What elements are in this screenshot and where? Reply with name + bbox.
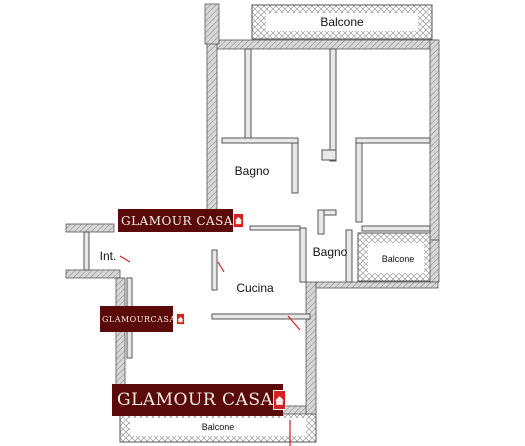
balcony-right [357,232,433,282]
label-ingresso: Int. [100,249,117,263]
label-cucina: Cucina [236,281,274,295]
interior-walls [83,48,431,359]
house-icon [233,213,245,228]
label-bagno-2: Bagno [313,245,348,259]
logo-brand-right: CASA [222,390,274,410]
balcony-top [251,4,433,40]
logo-brand-right: CASA [150,314,176,324]
watermark-logo-top: GLAMOUR CASA [118,209,245,232]
label-balcone-right: Balcone [382,254,415,264]
balcony-bottom [119,411,317,443]
logo-brand-right: CASA [196,213,234,228]
logo-brand-left: GLAMOUR [121,213,192,228]
label-balcone-top: Balcone [320,15,364,29]
door-markers [119,255,301,446]
logo-brand-left: GLAMOUR [117,390,217,410]
label-bagno-1: Bagno [235,164,270,178]
house-icon [175,313,185,325]
watermark-logo-middle: GLAMOURCASA [100,306,185,332]
label-balcone-bottom: Balcone [202,422,235,432]
logo-brand-left: GLAMOUR [102,314,151,324]
house-icon [273,390,287,410]
watermark-logo-bottom: GLAMOUR CASA [112,384,287,416]
